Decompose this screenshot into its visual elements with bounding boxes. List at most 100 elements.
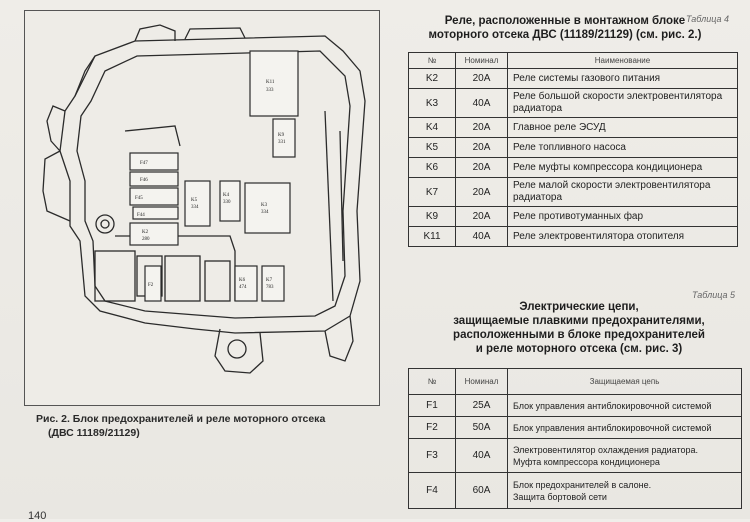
table-row: F3 40А Электровентилятор охлаждения ради… — [408, 438, 742, 473]
figure-caption-line1: Рис. 2. Блок предохранителей и реле мото… — [36, 413, 326, 425]
table-row: K7 20А Реле малой скорости электровентил… — [408, 177, 738, 207]
k7-label: K7 — [266, 278, 273, 283]
table4-header-num: № — [408, 52, 456, 69]
table4-label: Таблица 4 — [686, 14, 730, 24]
table5-title-line1: Электрические цепи, — [519, 301, 639, 313]
row-name: Реле большой скорости электровентилятора… — [507, 88, 738, 118]
row-name: Реле малой скорости электровентилятора р… — [507, 177, 738, 207]
k6-label: K6 — [239, 278, 246, 283]
row-name: Реле муфты компрессора кондиционера — [507, 157, 738, 178]
figure-caption: Рис. 2. Блок предохранителей и реле мото… — [36, 412, 376, 440]
row-rating: 20А — [455, 157, 508, 178]
k4-label: K4 — [223, 193, 230, 198]
row-name: Блок управления антиблокировочной систем… — [507, 394, 742, 417]
k4-code: 330 — [223, 200, 231, 205]
row-name: Реле противотуманных фар — [507, 206, 738, 227]
f47-label: F47 — [140, 161, 148, 166]
f2-label: F2 — [148, 283, 154, 288]
k2-label: K2 — [142, 230, 149, 235]
row-rating: 20А — [455, 206, 508, 227]
row-rating: 20А — [455, 68, 508, 89]
k9-code: 331 — [278, 140, 286, 145]
row-name-line2: Защита бортовой сети — [513, 491, 607, 502]
k11-label: K11 — [266, 80, 275, 85]
relay-k7 — [261, 265, 285, 302]
row-name: Блок предохранителей в салоне. Защита бо… — [507, 472, 742, 509]
table4-header-rating: Номинал — [455, 52, 508, 69]
fuse-f2 — [144, 265, 162, 302]
row-name: Реле электровентилятора отопителя — [507, 226, 738, 247]
table5-header-row: № Номинал Защищаемая цепь — [408, 368, 742, 395]
table-row: K2 20А Реле системы газового питания — [408, 68, 738, 89]
table5-title-line3: расположенными в блоке предохранителей — [453, 329, 705, 341]
row-rating: 20А — [455, 137, 508, 158]
fuse-f45 — [129, 187, 179, 206]
row-name: Реле топливного насоса — [507, 137, 738, 158]
row-name-line1: Блок предохранителей в салоне. — [513, 479, 652, 490]
k9-label: K9 — [278, 133, 285, 138]
k2-code: 280 — [142, 237, 150, 242]
relay-k2 — [129, 222, 179, 246]
relay-k11 — [249, 50, 299, 117]
row-rating: 40А — [455, 438, 508, 473]
table-row: K5 20А Реле топливного насоса — [408, 137, 738, 158]
row-name-line2: Муфта компрессора кондиционера — [513, 456, 660, 467]
row-num: F1 — [408, 394, 456, 417]
row-name: Блок управления антиблокировочной систем… — [507, 416, 742, 439]
table-row: F1 25А Блок управления антиблокировочной… — [408, 394, 742, 417]
row-rating: 40А — [455, 226, 508, 247]
row-rating: 60А — [455, 472, 508, 509]
table-row: F2 50А Блок управления антиблокировочной… — [408, 416, 742, 439]
table4-title-line2: моторного отсека ДВС (11189/21129) (см. … — [428, 29, 702, 41]
row-rating: 25А — [455, 394, 508, 417]
relay-k3 — [244, 182, 291, 234]
relay-k5 — [184, 180, 211, 227]
fuse-box-figure: K11 333 K9 331 F47 F46 F45 F44 K2 280 K5… — [24, 10, 380, 406]
table5-header-name: Защищаемая цепь — [507, 368, 742, 395]
table-row: K11 40А Реле электровентилятора отопител… — [408, 226, 738, 247]
k5-label: K5 — [191, 198, 198, 203]
table4-title: Реле, расположенные в монтажном блоке мо… — [400, 14, 730, 42]
row-num: F2 — [408, 416, 456, 439]
row-num: F4 — [408, 472, 456, 509]
table5-label: Таблица 5 — [692, 290, 736, 300]
table5-header-rating: Номинал — [455, 368, 508, 395]
row-num: K2 — [408, 68, 456, 89]
row-name-line2: радиатора — [513, 192, 563, 203]
row-num: K5 — [408, 137, 456, 158]
k11-code: 333 — [266, 88, 274, 93]
row-name-line1: Реле большой скорости электровентилятора — [513, 91, 723, 102]
row-num: K4 — [408, 117, 456, 138]
fuse-f44 — [132, 206, 179, 220]
relay-k6 — [234, 265, 258, 302]
f46-label: F46 — [140, 178, 148, 183]
row-num: K7 — [408, 177, 456, 207]
k3-label: K3 — [261, 203, 268, 208]
table-row: F4 60А Блок предохранителей в салоне. За… — [408, 472, 742, 509]
table-row: K4 20А Главное реле ЭСУД — [408, 117, 738, 138]
table4-header-row: № Номинал Наименование — [408, 52, 738, 69]
k5-code: 334 — [191, 205, 199, 210]
fuse-f46 — [129, 171, 179, 187]
table4-title-line1: Реле, расположенные в монтажном блоке — [444, 15, 686, 27]
relay-k9 — [272, 118, 296, 158]
table-row: K9 20А Реле противотуманных фар — [408, 206, 738, 227]
table4: № Номинал Наименование K2 20А Реле систе… — [408, 52, 738, 247]
row-num: K9 — [408, 206, 456, 227]
fuse-box-drawing: K11 333 K9 331 F47 F46 F45 F44 K2 280 K5… — [42, 24, 366, 374]
page-number: 140 — [28, 510, 47, 522]
row-num: F3 — [408, 438, 456, 473]
row-rating: 20А — [455, 117, 508, 138]
fuse-f47 — [129, 152, 179, 171]
table-row: K3 40А Реле большой скорости электровент… — [408, 88, 738, 118]
row-num: K11 — [408, 226, 456, 247]
row-name: Главное реле ЭСУД — [507, 117, 738, 138]
table5-title: Электрические цепи, защищаемые плавкими … — [420, 300, 738, 356]
table5-title-line2: защищаемые плавкими предохранителями, — [453, 315, 705, 327]
k6-code: 474 — [239, 285, 247, 290]
table5-header-num: № — [408, 368, 456, 395]
figure-caption-line2: (ДВС 11189/21129) — [48, 427, 140, 439]
row-name: Электровентилятор охлаждения радиатора. … — [507, 438, 742, 473]
row-num: K3 — [408, 88, 456, 118]
